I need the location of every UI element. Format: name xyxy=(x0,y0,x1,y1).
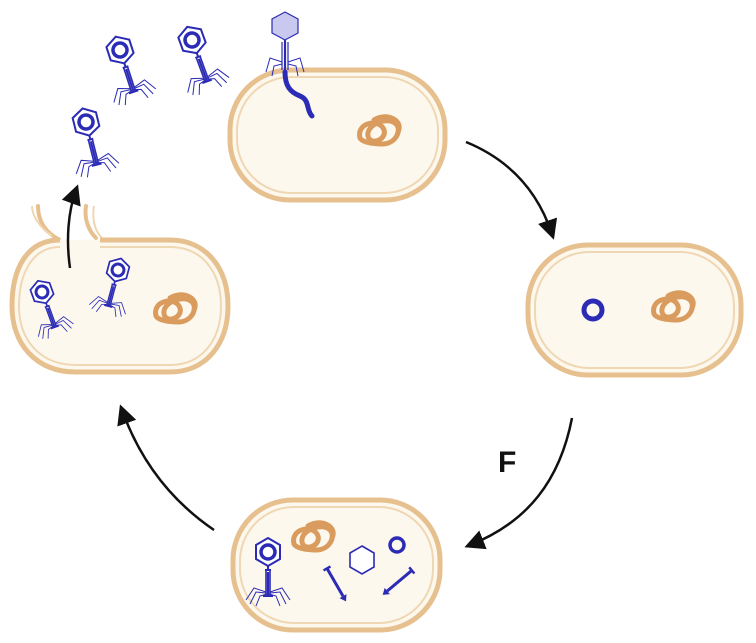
phage-dna-circle-icon xyxy=(388,536,406,554)
cycle-arrow xyxy=(464,417,574,550)
injected-phage-dna xyxy=(282,69,315,119)
cell-lysis-stage xyxy=(9,184,231,375)
lysing-bacterial-cell xyxy=(9,237,231,375)
cell-synthesis-stage xyxy=(230,497,443,633)
step-label-f: F xyxy=(498,446,517,479)
cell-attachment-stage xyxy=(227,11,448,203)
cycle-arrow xyxy=(117,404,215,532)
released-phage-icon xyxy=(93,28,160,110)
bacterial-cell xyxy=(525,242,744,378)
released-phage-icon xyxy=(164,17,233,101)
released-phages xyxy=(59,17,233,182)
cell-inner-membrane xyxy=(534,251,735,369)
cycle-arrow xyxy=(465,140,558,240)
phage-dna-circle-icon xyxy=(581,298,605,322)
empty-capsid-icon xyxy=(349,545,375,575)
cell-inner-membrane xyxy=(236,76,439,194)
bacterial-cell xyxy=(230,497,443,633)
released-phage-icon xyxy=(59,101,123,182)
exit-arrow xyxy=(61,184,81,269)
cell-inner-membrane xyxy=(239,506,434,624)
cycle-arrows xyxy=(117,140,574,550)
cell-inner-membrane xyxy=(17,246,223,366)
attached-phage-icon xyxy=(265,11,305,77)
cell-phage-dna-stage xyxy=(525,242,744,378)
bacterial-cell xyxy=(227,67,448,203)
